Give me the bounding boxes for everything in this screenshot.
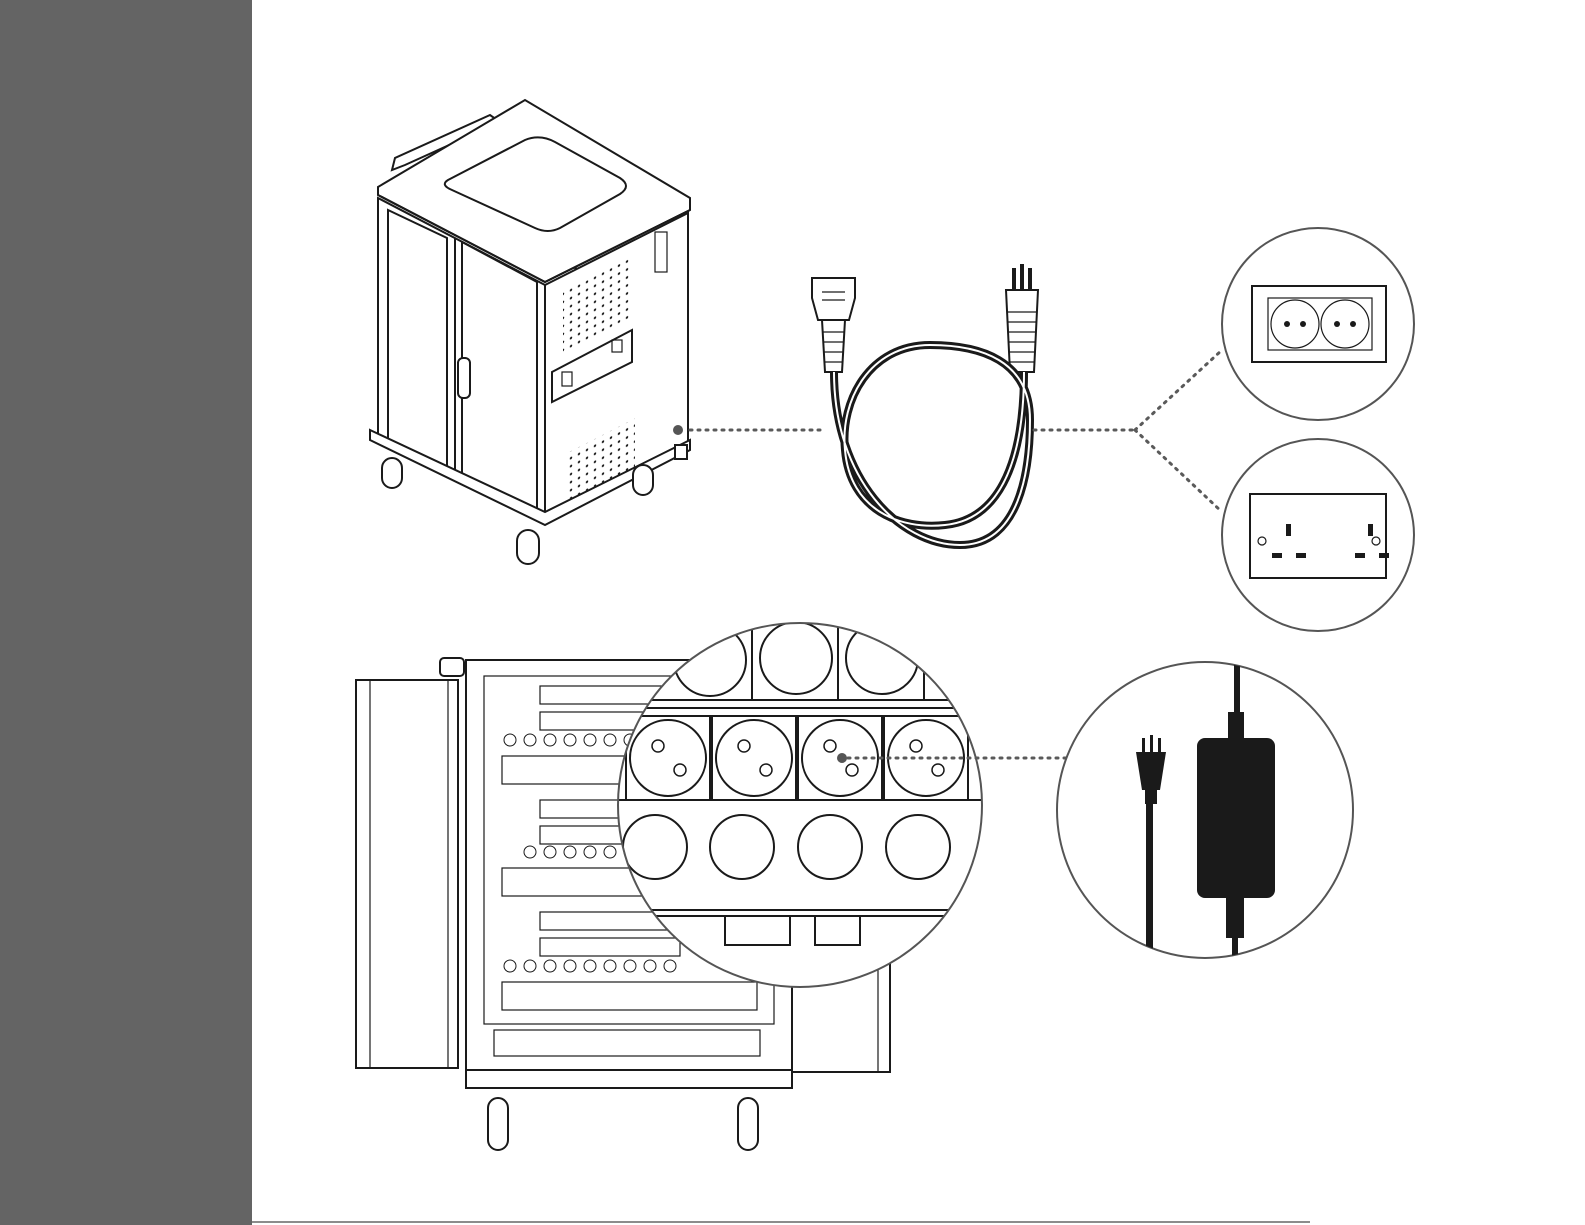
schuko-socket-icon: [1222, 228, 1414, 420]
power-cord-icon: [812, 264, 1038, 545]
charging-cart-icon: [370, 100, 690, 564]
power-adapter-icon: [1057, 660, 1353, 968]
uk-socket-icon: [1222, 439, 1414, 631]
iec-c13-connector-icon: [812, 278, 855, 372]
us-plug-icon: [1006, 264, 1038, 372]
connector-lines-sockets: [1034, 350, 1222, 512]
